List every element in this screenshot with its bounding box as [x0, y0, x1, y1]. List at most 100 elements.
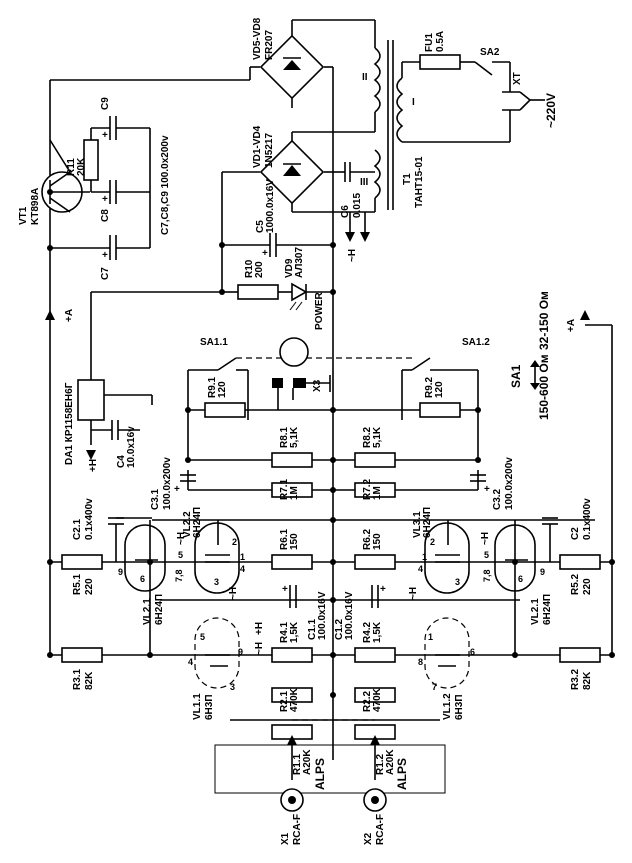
- svg-text:C2: C2: [570, 527, 581, 540]
- vd1-label: VD1-VD4: [252, 125, 263, 168]
- svg-text:R2.2: R2.2: [362, 690, 373, 712]
- resistor-r7-2: R7.2 1M: [354, 478, 396, 500]
- svg-text:C1.2: C1.2: [334, 618, 345, 640]
- svg-text:6: 6: [518, 574, 523, 584]
- svg-text:R1.1: R1.1: [292, 753, 303, 775]
- pin-numbers: 5 9 6 7,8 4 2 1 3 5 9 6 7,8 4 2 1 3: [118, 537, 545, 587]
- svg-text:X2: X2: [363, 832, 374, 845]
- svg-text:9: 9: [238, 647, 243, 657]
- svg-text:6H3П: 6H3П: [454, 694, 465, 720]
- c6-label: C6: [340, 205, 351, 218]
- switch-sa1: SA1.1 SA1.2 SA1 150-600 Ом 32-150 Ом: [188, 291, 551, 420]
- sa1-label: SA1: [509, 364, 523, 388]
- led-vd9: VD9 АЛ307 POWER: [284, 247, 333, 330]
- vt1-label: VT1: [18, 206, 29, 225]
- fu1-value: 0.5A: [435, 31, 446, 52]
- svg-text:A20K: A20K: [385, 749, 396, 775]
- svg-text:5,1K: 5,1K: [289, 426, 300, 448]
- plus-a-label: +A: [64, 309, 75, 322]
- svg-text:+H: +H: [254, 622, 265, 635]
- sa1-low-range: 150-600 Ом: [537, 354, 551, 420]
- svg-text:+: +: [380, 584, 386, 595]
- svg-text:VL2.1: VL2.1: [142, 598, 153, 625]
- resistor-r3-2: R3.2 82K: [559, 647, 601, 690]
- resistor-r8-1: R8.1 5,1K: [271, 426, 313, 468]
- svg-text:0.1x400v: 0.1x400v: [84, 498, 95, 540]
- resistor-r6-2: R6.2 150: [354, 528, 396, 570]
- svg-text:VL2.1: VL2.1: [530, 598, 541, 625]
- svg-text:R6.1: R6.1: [279, 528, 290, 550]
- svg-text:+: +: [102, 250, 108, 261]
- plus-h-label: +H: [88, 459, 99, 472]
- svg-text:6H24П: 6H24П: [542, 594, 553, 625]
- svg-text:+: +: [174, 484, 180, 495]
- svg-text:+: +: [102, 130, 108, 141]
- svg-text:4: 4: [418, 564, 423, 574]
- jack-x3: X3: [272, 337, 331, 410]
- input-jack-x2: X2 RCA-F: [363, 788, 387, 845]
- svg-text:~H: ~H: [254, 642, 265, 655]
- resistor-r4-1: R4.1 1,5K: [271, 621, 313, 663]
- svg-text:1,5K: 1,5K: [372, 621, 383, 643]
- x3-label: X3: [312, 379, 323, 392]
- svg-text:9: 9: [540, 567, 545, 577]
- svg-text:3: 3: [230, 682, 235, 692]
- svg-text:5: 5: [484, 550, 489, 560]
- svg-text:R3.1: R3.1: [72, 668, 83, 690]
- svg-text:6H24П: 6H24П: [154, 594, 165, 625]
- svg-text:1M: 1M: [289, 486, 300, 500]
- svg-text:C3.1: C3.1: [150, 488, 161, 510]
- switch-sa2: SA2: [474, 47, 511, 142]
- resistor-r4-2: R4.2 1,5K: [354, 621, 396, 663]
- winding-iii-label: III: [360, 177, 369, 188]
- potentiometer-r1: R1.1 A20K ALPS R1.2 A20K ALPS: [214, 719, 446, 794]
- svg-text:R4.1: R4.1: [279, 621, 290, 643]
- t1-type-label: ТАНТ15-01: [414, 156, 425, 208]
- svg-text:5,1K: 5,1K: [372, 426, 383, 448]
- resistor-r2-2: R2.2 470K: [354, 687, 396, 712]
- tube-vl1-1: VL1.1 6H3П ~H +H: [192, 617, 265, 720]
- tube-vl1-2: VL1.2 6H3П: [424, 617, 470, 720]
- resistor-r5-1: R5.1 220: [61, 554, 103, 595]
- svg-text:6H24П: 6H24П: [192, 507, 203, 538]
- resistor-r7-1: R7.1 1M: [271, 478, 313, 500]
- svg-text:R1.2: R1.2: [375, 753, 386, 775]
- sa1-high-range: 32-150 Ом: [537, 291, 551, 350]
- fuse-fu1: FU1 0.5A: [419, 31, 475, 70]
- svg-text:82K: 82K: [84, 671, 95, 690]
- c8-label: C8: [100, 209, 111, 222]
- heater-label-top: ~H: [347, 249, 358, 262]
- svg-text:5: 5: [200, 632, 205, 642]
- svg-text:+: +: [282, 584, 288, 595]
- transformer-t1: II I III T1 ТАНТ15-01: [360, 20, 510, 212]
- svg-text:9: 9: [118, 567, 123, 577]
- capacitor-c5: + C5 1000.0x16V: [222, 179, 333, 259]
- svg-text:R5.2: R5.2: [570, 573, 581, 595]
- svg-text:82K: 82K: [582, 671, 593, 690]
- mains-voltage-label: ~220V: [544, 93, 558, 128]
- t1-label: T1: [402, 173, 413, 185]
- r10-value: 200: [254, 261, 265, 278]
- vd9-label: VD9: [284, 258, 295, 278]
- resistor-r3-1: R3.1 82K: [61, 647, 103, 690]
- n5217-label: 1N5217: [264, 133, 275, 168]
- vd9-value: АЛ307: [294, 247, 305, 278]
- svg-text:~H: ~H: [228, 587, 239, 600]
- svg-text:1,5K: 1,5K: [289, 621, 300, 643]
- resistor-r9-2: R9.2 120: [419, 376, 461, 418]
- svg-text:220: 220: [84, 578, 95, 595]
- c7-c9-value: C7,C8,C9 100.0x200v: [160, 135, 171, 235]
- svg-text:~H: ~H: [408, 587, 419, 600]
- resistor-r8-2: R8.2 5,1K: [354, 426, 396, 468]
- svg-text:R5.1: R5.1: [72, 573, 83, 595]
- rails: [49, 79, 613, 760]
- svg-text:C2.1: C2.1: [72, 518, 83, 540]
- plus-a-left: +A: [45, 309, 75, 322]
- r10-label: R10: [244, 259, 255, 278]
- svg-text:4: 4: [188, 657, 193, 667]
- svg-text:7,8: 7,8: [482, 569, 492, 582]
- capacitor-c2-1: C2.1 0.1x400v: [72, 498, 152, 562]
- c5-value: 1000.0x16V: [265, 179, 276, 233]
- svg-text:0.1x400v: 0.1x400v: [582, 498, 593, 540]
- svg-text:7,8: 7,8: [174, 569, 184, 582]
